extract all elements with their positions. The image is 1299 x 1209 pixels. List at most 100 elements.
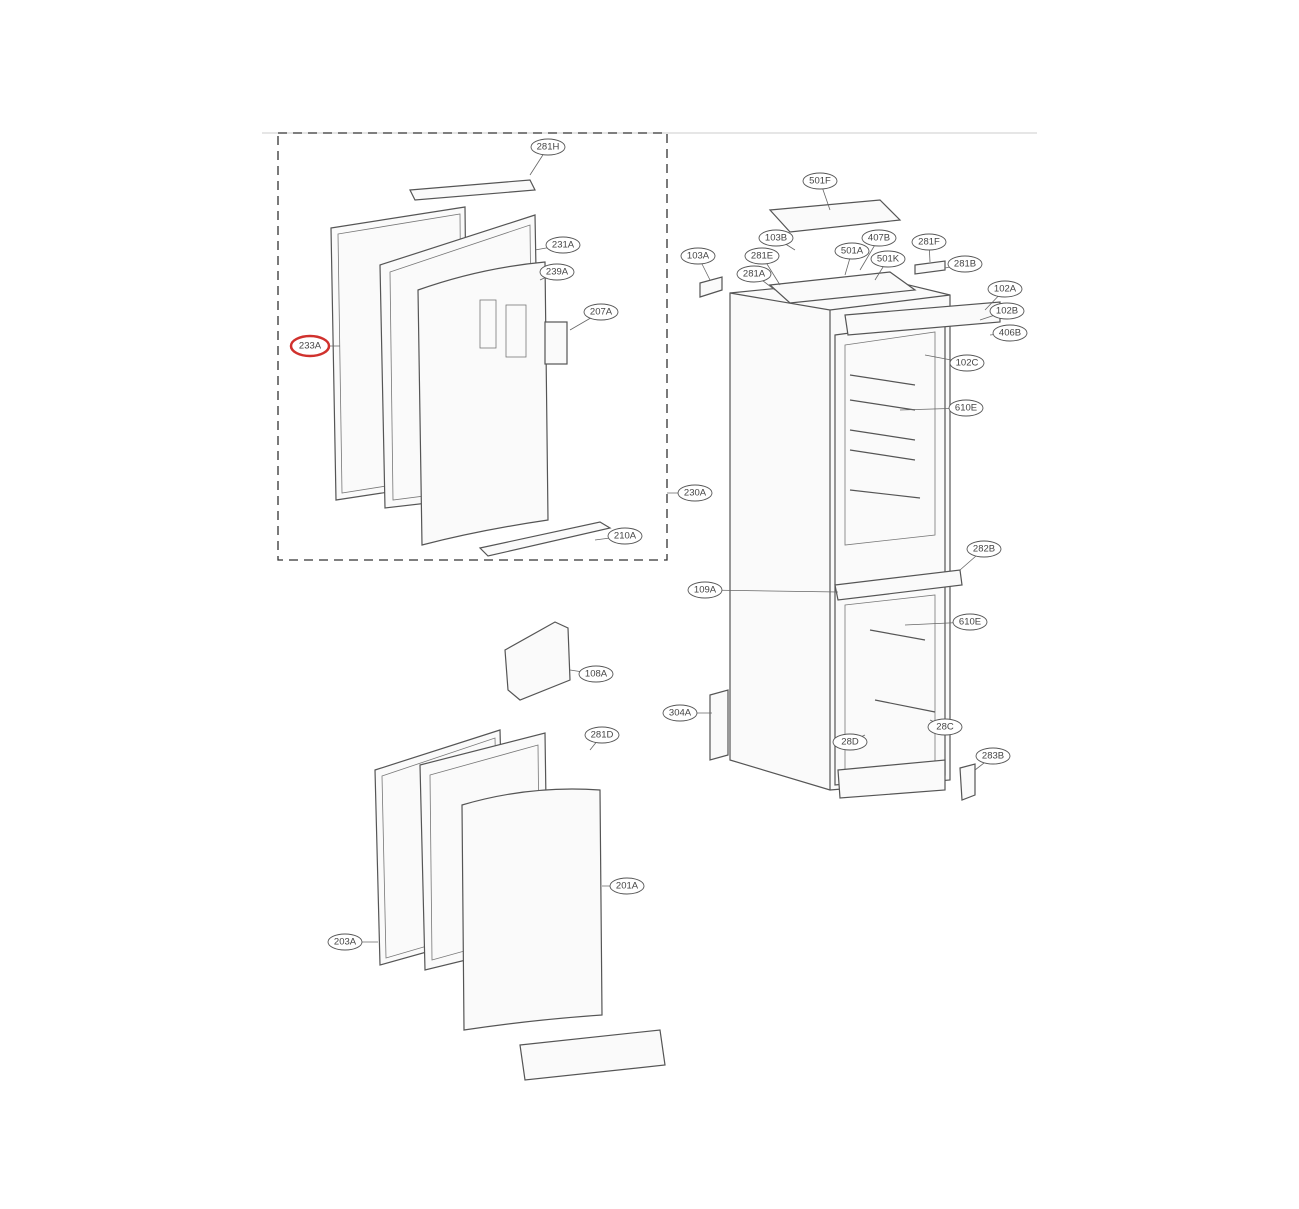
- callout-304a: 304A: [662, 704, 712, 722]
- door-panel-239a: [417, 261, 549, 546]
- top-cap-281h: [409, 179, 536, 201]
- part-number-label: 103B: [765, 233, 787, 244]
- label-oval: [539, 263, 575, 281]
- label-oval: [677, 484, 713, 502]
- top-cover-501f: [768, 199, 902, 233]
- part-number-label: 231A: [552, 240, 575, 251]
- label-oval: [578, 665, 614, 683]
- callout-406b: 406B: [989, 324, 1028, 342]
- label-oval: [802, 172, 838, 190]
- part-number-label: 501F: [809, 176, 831, 187]
- part-number-label: 207A: [590, 307, 613, 318]
- part-number-label: 102B: [996, 306, 1018, 317]
- part-number-label: 281F: [918, 237, 940, 248]
- callout-210a: 210A: [594, 527, 643, 545]
- callout-610e: 610E: [904, 613, 988, 631]
- callout-230a: 230A: [667, 484, 713, 502]
- label-oval: [583, 303, 619, 321]
- label-oval: [870, 250, 906, 268]
- callout-610e: 610E: [899, 399, 984, 417]
- callout-407b: 407B: [859, 229, 897, 271]
- mullion-109a: [834, 569, 963, 601]
- part-number-label: 233A: [299, 341, 322, 352]
- label-oval: [545, 236, 581, 254]
- part-number-label: 407B: [868, 233, 890, 244]
- callout-102b: 102B: [979, 302, 1025, 321]
- part-number-label: 102A: [994, 284, 1017, 295]
- label-oval: [530, 138, 566, 156]
- part-number-label: 102C: [956, 358, 979, 369]
- callout-501k: 501K: [870, 250, 906, 281]
- part-labels: 281H 231A 239A 207A 233A 230A 210A 501F 103B 407B…: [289, 138, 1028, 951]
- leader-line: [704, 589, 839, 593]
- label-oval: [949, 354, 985, 372]
- callout-28c: 28C: [927, 718, 963, 736]
- part-number-label: 239A: [546, 267, 569, 278]
- label-oval: [911, 233, 947, 251]
- callout-233a: 233A: [289, 334, 340, 358]
- label-oval: [607, 527, 643, 545]
- part-number-label: 283B: [982, 751, 1004, 762]
- part-304a: [709, 689, 729, 761]
- callout-108a: 108A: [569, 665, 614, 683]
- part-number-label: 281B: [954, 259, 976, 270]
- label-oval: [861, 229, 897, 247]
- part-number-label: 103A: [687, 251, 710, 262]
- callout-281h: 281H: [529, 138, 566, 176]
- part-number-label: 281D: [591, 730, 614, 741]
- hinge-cover-210a: [478, 521, 612, 557]
- part-number-label: 28D: [841, 737, 859, 748]
- part-number-label: 501K: [877, 254, 900, 265]
- part-number-label: 282B: [973, 544, 995, 555]
- callout-281d: 281D: [584, 726, 620, 751]
- part-number-label: 28C: [936, 722, 954, 733]
- label-oval: [289, 334, 331, 358]
- callout-109a: 109A: [687, 581, 839, 599]
- callout-102a: 102A: [984, 280, 1023, 311]
- callout-102c: 102C: [924, 354, 985, 372]
- upper-door-assembly: [330, 179, 612, 557]
- label-oval: [609, 877, 645, 895]
- label-oval: [992, 324, 1028, 342]
- callout-283b: 283B: [974, 747, 1011, 771]
- label-oval: [736, 265, 772, 283]
- part-number-label: 406B: [999, 328, 1021, 339]
- callout-281a: 281A: [736, 265, 776, 291]
- part-number-label: 610E: [955, 403, 977, 414]
- part-number-label: 281H: [537, 142, 560, 153]
- label-oval: [758, 229, 794, 247]
- callout-207a: 207A: [569, 303, 619, 331]
- label-oval: [952, 613, 988, 631]
- label-oval: [947, 255, 983, 273]
- label-oval: [744, 247, 780, 265]
- label-oval: [680, 247, 716, 265]
- display-207a: [544, 321, 568, 365]
- hinge-part: [519, 1029, 666, 1081]
- part-number-label: 201A: [616, 881, 639, 892]
- label-oval: [687, 581, 723, 599]
- part-number-label: 203A: [334, 937, 357, 948]
- basket-108a: [504, 621, 571, 701]
- lower-door-assembly: [374, 729, 666, 1081]
- part-number-label: 108A: [585, 669, 608, 680]
- part-number-label: 210A: [614, 531, 637, 542]
- part-number-label: 281A: [743, 269, 766, 280]
- part-number-label: 109A: [694, 585, 717, 596]
- label-oval: [966, 540, 1002, 558]
- part-number-label: 501A: [841, 246, 864, 257]
- part-number-label: 610E: [959, 617, 981, 628]
- part-number-label: 304A: [669, 708, 692, 719]
- callout-282b: 282B: [959, 540, 1002, 571]
- part-number-label: 281E: [751, 251, 773, 262]
- callout-28d: 28D: [832, 733, 868, 751]
- label-oval: [927, 718, 963, 736]
- callout-501f: 501F: [802, 172, 838, 211]
- label-oval: [948, 399, 984, 417]
- label-oval: [832, 733, 868, 751]
- callout-239a: 239A: [539, 263, 575, 281]
- fridge-cabinet: [699, 199, 1001, 801]
- label-oval: [975, 747, 1011, 765]
- label-oval: [327, 933, 363, 951]
- callout-201a: 201A: [602, 877, 645, 895]
